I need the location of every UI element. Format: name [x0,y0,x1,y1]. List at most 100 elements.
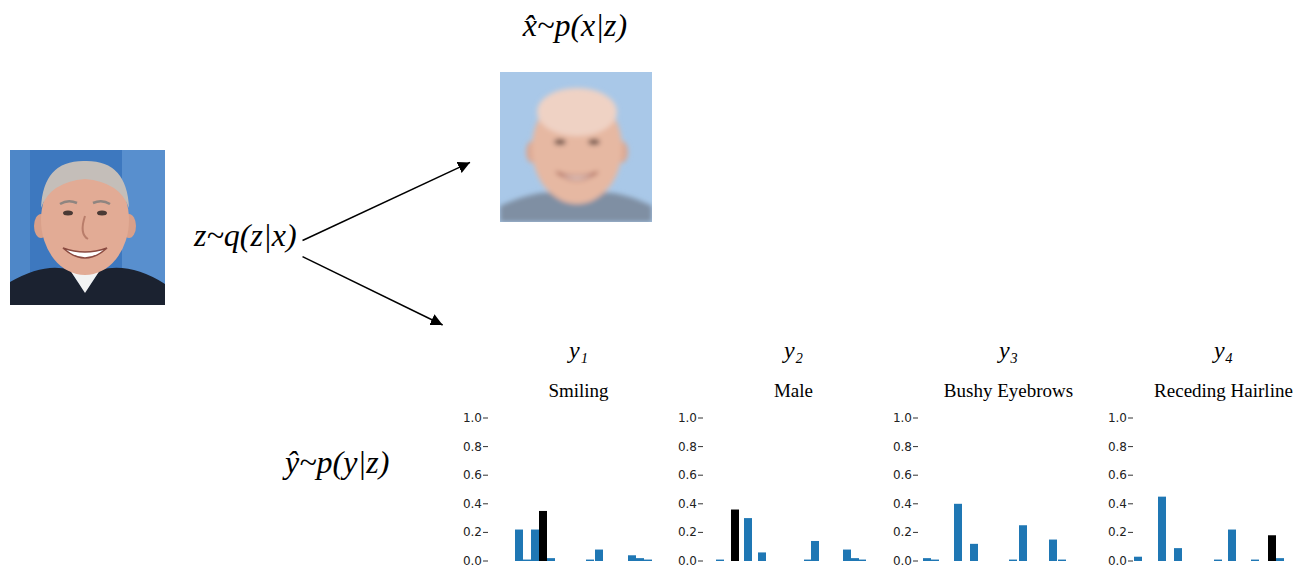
nose [83,216,88,239]
axis-tick-label: 0.4 [452,496,482,512]
probability-bar [531,530,539,561]
reconstructed-face [500,72,652,222]
probability-bar [1214,560,1222,561]
probability-bar [628,555,636,561]
eye [97,211,107,216]
tick-mark [913,503,918,504]
probability-bar [1158,497,1166,561]
reconstruction-panel: x̂~p(x|z) [470,4,680,224]
probability-bar [811,541,819,561]
eyebrow [60,201,77,204]
axis-tick-label: 1.0 [667,410,697,426]
probability-bar [858,560,866,561]
tick-mark [698,418,703,419]
axis-tick-label: 0.0 [1097,553,1127,569]
axis-tick-label: 0.0 [452,553,482,569]
tick-mark [483,418,488,419]
variable-label: y₁ [452,335,667,365]
axis-tick-label: 0.4 [1097,496,1127,512]
probability-bar [1174,548,1182,561]
axis-tick-label: 1.0 [1097,410,1127,426]
smile [63,248,107,258]
probability-bar [595,550,603,561]
attribute-title: Bushy Eyebrows [882,379,1097,403]
blurred-portrait [500,88,652,222]
probability-bar [1049,540,1057,561]
axis-tick-label: 0.6 [667,467,697,483]
probability-bar [1276,558,1284,561]
probability-bar [744,518,752,561]
math-label: z~q(z|x) [194,216,297,254]
chart-panel: y₃Bushy Eyebrows1.00.80.60.40.20.0 [882,335,1097,569]
probability-bar [931,560,939,561]
variable-label: y₂ [667,335,882,365]
tick-mark [1128,418,1133,419]
tick-mark [1128,503,1133,504]
hair [41,161,129,208]
probability-bar [804,560,812,561]
tick-mark [483,446,488,447]
tick-mark [1128,532,1133,533]
bald-head [537,88,617,136]
tick-mark [913,475,918,476]
tick-mark [483,532,488,533]
probability-bar [1009,560,1017,561]
tick-mark [913,418,918,419]
axis-tick-label: 0.2 [882,524,912,540]
axis-tick-label: 1.0 [882,410,912,426]
probability-bar [1268,535,1276,561]
math-label: ŷ~p(y|z) [285,443,389,481]
probability-bar [843,550,851,561]
probability-bar [1228,530,1236,561]
axis-tick-label: 0.2 [1097,524,1127,540]
tick-mark [1128,561,1133,562]
tick-mark [913,446,918,447]
axis-tick-label: 0.6 [1097,467,1127,483]
probability-bar [1058,560,1066,561]
tick-mark [483,475,488,476]
tick-mark [913,561,918,562]
probability-bar [970,544,978,561]
probability-bar [547,558,555,561]
axis-tick-label: 0.8 [667,439,697,455]
latent-label: z~q(z|x) [188,212,303,258]
chart-panel: y₁Smiling1.00.80.60.40.20.0 [452,335,667,569]
attribute-title: Male [667,379,882,403]
chart-panel: y₂Male1.00.80.60.40.20.0 [667,335,882,569]
probability-bar [716,560,724,561]
probability-bar [1019,525,1027,561]
axis-tick-label: 0.8 [882,439,912,455]
axis-tick-label: 0.0 [667,553,697,569]
eye [63,211,73,216]
attribute-title: Receding Hairline [1097,379,1312,403]
axis-tick-label: 1.0 [452,410,482,426]
probability-bar [515,530,523,561]
probability-bar [1251,560,1259,561]
tick-mark [483,503,488,504]
axis-tick-label: 0.2 [667,524,697,540]
tick-mark [1128,446,1133,447]
probability-bar [954,504,962,561]
axis-tick-label: 0.8 [1097,439,1127,455]
probability-bar [851,558,859,561]
eye [554,139,566,145]
photo-background [10,150,165,305]
variable-label: y₄ [1097,335,1312,365]
variable-label: y₃ [882,335,1097,365]
tick-mark [698,475,703,476]
attribute-title: Smiling [452,379,667,403]
probability-bar [636,558,644,561]
tick-mark [698,446,703,447]
probability-bar [586,560,594,561]
math-label: x̂~p(x|z) [470,6,680,44]
bar-charts [483,418,1284,561]
attribute-panel: ŷ~p(y|z)y₁Smiling1.00.80.60.40.20.0y₂Mal… [280,325,1316,569]
tick-mark [698,561,703,562]
axis-tick-label: 0.2 [452,524,482,540]
axis-tick-label: 0.8 [452,439,482,455]
eyebrow [93,201,110,204]
tick-mark [698,503,703,504]
